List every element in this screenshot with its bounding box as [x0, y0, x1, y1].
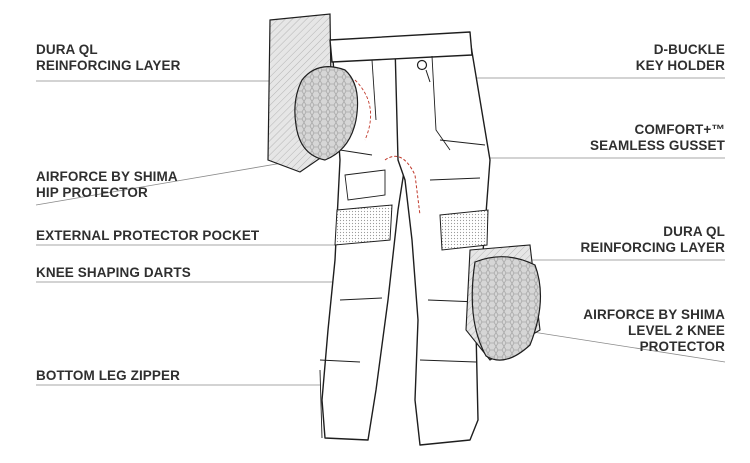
callout-line: KEY HOLDER	[635, 58, 725, 73]
callout-bottom-zipper: BOTTOM LEG ZIPPER	[36, 368, 180, 384]
callout-line: EXTERNAL PROTECTOR POCKET	[36, 228, 260, 243]
callout-line: REINFORCING LAYER	[580, 240, 725, 255]
callout-line: LEVEL 2 KNEE	[628, 323, 725, 338]
callout-knee-darts: KNEE SHAPING DARTS	[36, 265, 191, 281]
knee-dart-left	[334, 204, 393, 246]
callout-line: AIRFORCE BY SHIMA	[583, 307, 725, 322]
d-buckle-icon	[416, 59, 428, 71]
knee-dart-right	[439, 209, 489, 251]
callout-line: PROTECTOR	[639, 339, 725, 354]
callout-line: SEAMLESS GUSSET	[589, 138, 725, 153]
callout-line: DURA QL	[663, 224, 725, 239]
key-holder-strap	[425, 69, 431, 83]
callout-line: COMFORT+™	[634, 122, 725, 137]
knee-protector	[471, 256, 542, 361]
hip-pocket-stitch	[354, 79, 372, 141]
callout-line: HIP PROTECTOR	[36, 185, 148, 200]
callout-line: AIRFORCE BY SHIMA	[36, 169, 178, 184]
callout-line: REINFORCING LAYER	[36, 58, 181, 73]
callout-line: DURA QL	[36, 42, 98, 57]
callout-external-pocket: EXTERNAL PROTECTOR POCKET	[36, 228, 259, 244]
leader-airforce-hip	[35, 159, 301, 206]
callout-line: BOTTOM LEG ZIPPER	[36, 368, 180, 383]
callout-line: D-BUCKLE	[653, 42, 725, 57]
hip-protector	[294, 66, 359, 161]
leader-airforce-knee	[519, 329, 726, 363]
callout-line: KNEE SHAPING DARTS	[36, 265, 191, 280]
